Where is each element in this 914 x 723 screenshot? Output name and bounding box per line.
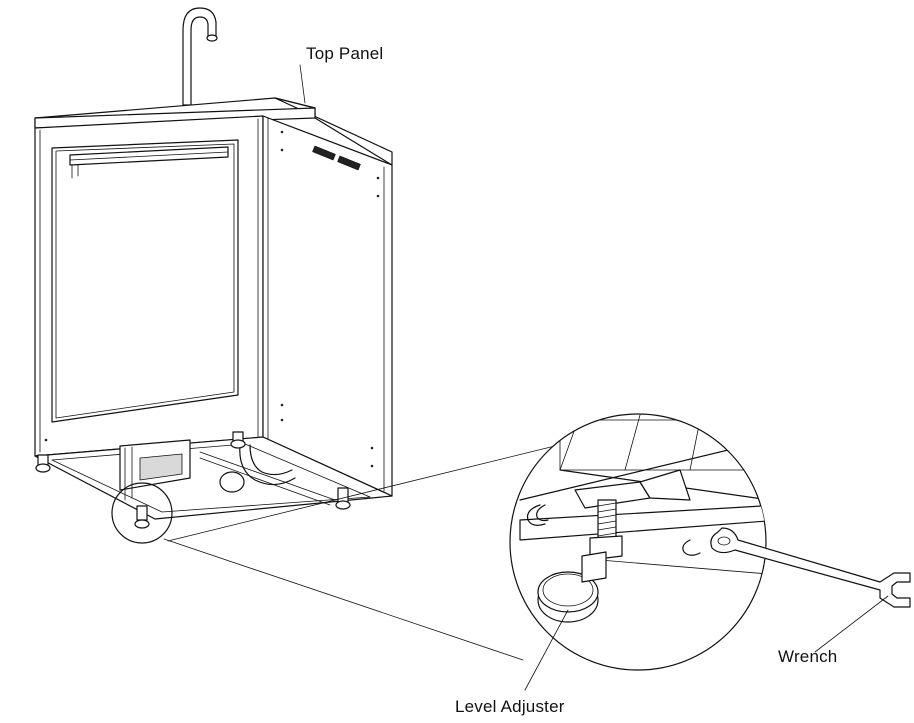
base-frame [34, 436, 393, 520]
label-top-panel: Top Panel [306, 44, 383, 63]
side-screws [44, 130, 380, 468]
label-level-adjuster: Level Adjuster [455, 697, 565, 716]
vent-slots [312, 145, 361, 171]
level-adjuster-leader [524, 609, 569, 691]
door [51, 139, 239, 423]
foot-rear-right [335, 487, 351, 510]
cabinet [34, 97, 393, 497]
cabinet-feet [35, 431, 351, 529]
foot-rear-left [230, 431, 246, 449]
level-adjuster-pad [537, 551, 607, 623]
detail-callout-line-top [167, 429, 621, 542]
detail-callout-line-bottom [163, 538, 524, 661]
top-panel-leader [299, 64, 306, 104]
foot-front-right [134, 505, 150, 529]
detail-view [509, 413, 767, 671]
label-wrench: Wrench [778, 647, 837, 666]
threaded-stud [589, 499, 623, 561]
faucet [182, 7, 218, 106]
detail-marker-circle [111, 482, 173, 544]
wrench-leader [814, 595, 889, 653]
foot-front-left [35, 454, 51, 473]
wrench [710, 527, 911, 608]
side-face [262, 115, 393, 497]
